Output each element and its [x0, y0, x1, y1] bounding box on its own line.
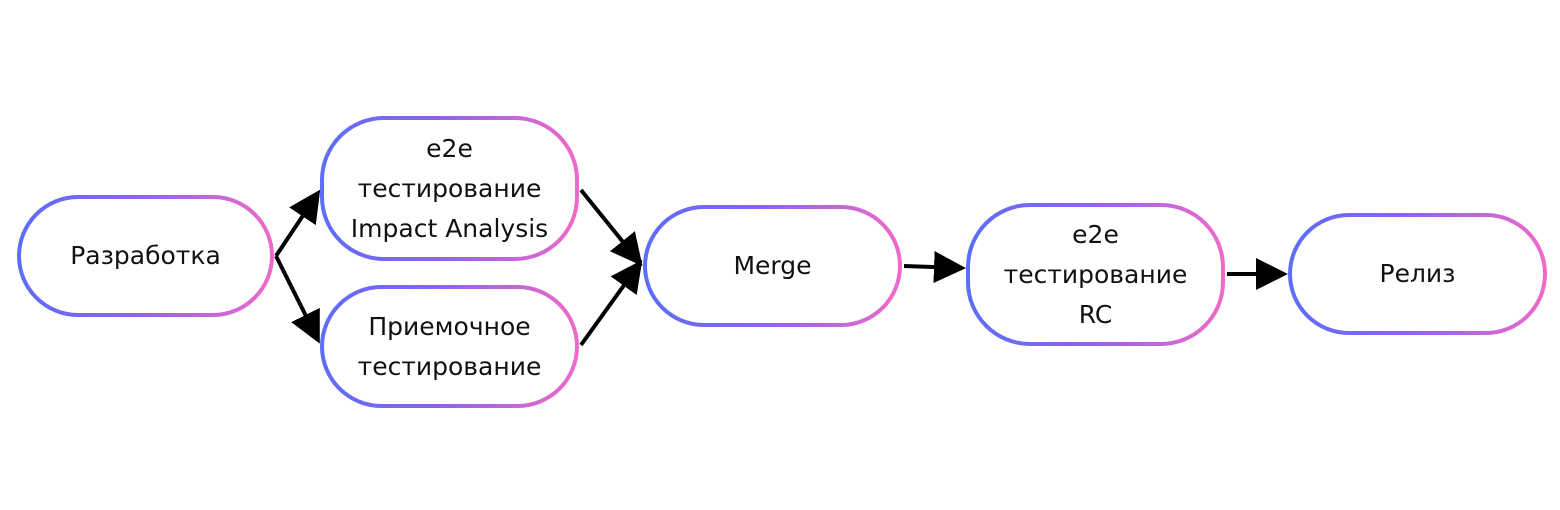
arrow-accept-to-merge — [579, 259, 643, 347]
node-e2e-rc-line-2: тестирование — [1003, 259, 1188, 289]
node-e2e-impact-analysis-body: e2e тестирование Impact Analysis — [324, 120, 575, 257]
node-e2e-rc-line-1: e2e — [1072, 219, 1119, 249]
arrow-e2e-ia-to-merge — [579, 188, 643, 267]
node-e2e-impact-analysis-line-1: e2e — [426, 133, 473, 163]
node-e2e-impact-analysis-line-3: Impact Analysis — [350, 213, 549, 243]
arrow-merge-to-e2e-rc — [903, 251, 966, 284]
node-e2e-rc-body: e2e тестирование RC — [970, 207, 1221, 342]
node-acceptance-testing: Приемочное тестирование — [320, 285, 579, 408]
node-merge-body: Merge — [647, 209, 898, 323]
node-e2e-impact-analysis-line-2: тестирование — [357, 173, 542, 203]
node-e2e-rc-line-3: RC — [1078, 299, 1113, 329]
node-release: Релиз — [1288, 213, 1547, 335]
node-release-label: Релиз — [1379, 259, 1456, 288]
node-e2e-rc: e2e тестирование RC — [966, 203, 1225, 346]
node-e2e-impact-analysis: e2e тестирование Impact Analysis — [320, 116, 579, 261]
node-acceptance-testing-body: Приемочное тестирование — [324, 289, 575, 404]
node-release-body: Релиз — [1292, 217, 1543, 331]
arrow-dev-to-accept — [274, 255, 320, 344]
node-acceptance-testing-line-1: Приемочное — [368, 311, 531, 341]
node-merge-label: Merge — [733, 251, 812, 280]
node-development-body: Разработка — [21, 199, 270, 313]
arrow-dev-to-e2e-ia — [274, 189, 321, 258]
node-development-label: Разработка — [70, 241, 221, 270]
node-merge: Merge — [643, 205, 902, 327]
node-development: Разработка — [17, 195, 274, 317]
node-acceptance-testing-line-2: тестирование — [357, 351, 542, 381]
